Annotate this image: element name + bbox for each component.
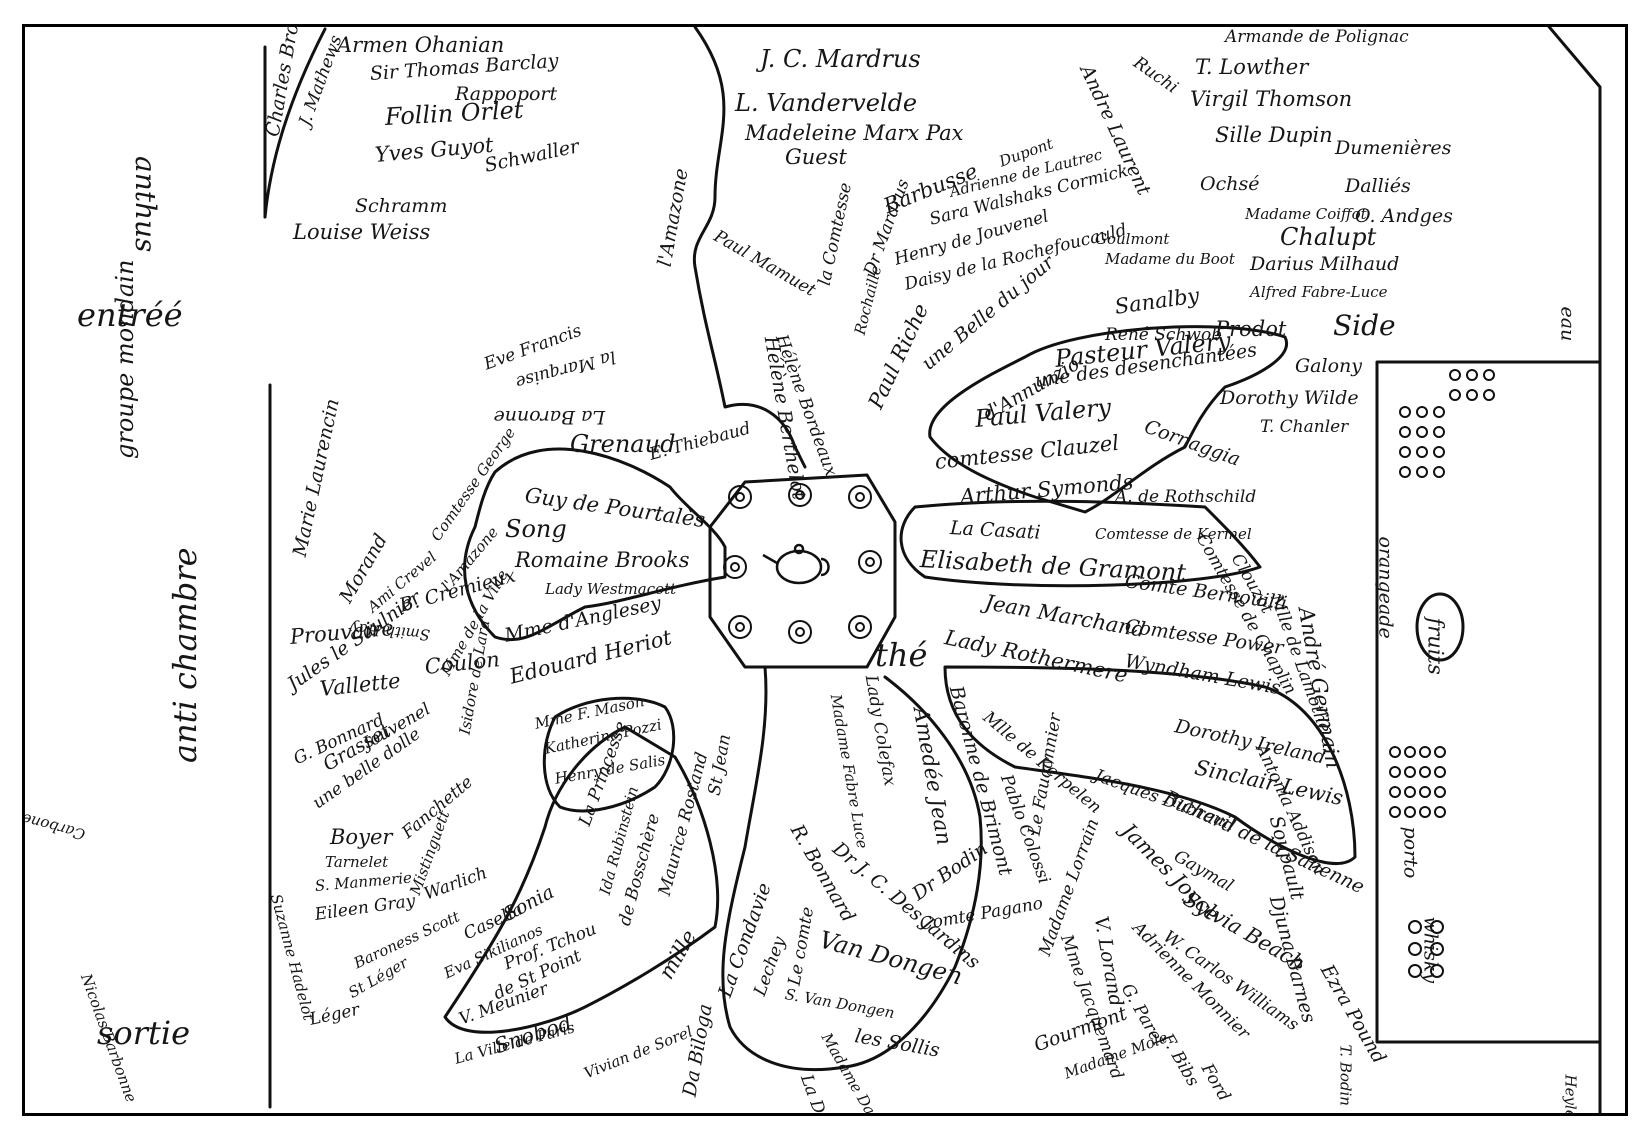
glasses-orangeade: [1400, 370, 1494, 477]
name-goulmont: Goulmont: [1095, 232, 1169, 247]
name-heyle: Heyle: [1563, 1075, 1578, 1117]
seating-chart-frame: anthus entréé anti chambre groupe mondai…: [22, 24, 1628, 1116]
name-louise-weiss: Louise Weiss: [293, 222, 430, 243]
name-la-baronne: La Baronne: [493, 407, 605, 426]
name-la-casati: La Casati: [950, 519, 1042, 543]
name-vandervelde: L. Vandervelde: [735, 91, 917, 115]
name-tarnelet: Tarnelet: [325, 855, 388, 870]
name-armen-ohanian: Armen Ohanian: [337, 35, 504, 56]
name-dumenieres: Dumenières: [1335, 139, 1451, 158]
name-madeleine: Madeleine Marx Pax: [745, 123, 964, 144]
name-t-bodin: T. Bodin: [1338, 1045, 1353, 1106]
label-anti-chambre: anti chambre: [169, 547, 201, 763]
name-follin-orlet: Follin Orlet: [384, 98, 524, 129]
name-rothschild: A. de Rothschild: [1115, 489, 1256, 506]
name-romaine-brooks: Romaine Brooks: [515, 550, 690, 571]
name-boyer: Boyer: [330, 827, 392, 848]
name-virgil-thomson: Virgil Thomson: [1190, 89, 1352, 110]
name-song: Song: [505, 517, 567, 541]
name-mme-coiffot: Madame Coiffot: [1245, 207, 1367, 222]
wall-top-right: [1545, 27, 1600, 1113]
name-dallies: Dalliés: [1345, 177, 1411, 196]
label-orangeade: orangeade: [1376, 537, 1395, 639]
label-groupe-mondain: groupe mondain: [113, 260, 137, 459]
label-whisky: whisky: [1421, 917, 1440, 984]
name-chalupt: Chalupt: [1280, 225, 1376, 249]
name-guest: Guest: [785, 147, 847, 168]
teapot: [763, 545, 829, 583]
name-alfred-fabre-luce: Alfred Fabre-Luce: [1250, 285, 1388, 300]
name-schramm: Schramm: [355, 197, 447, 216]
name-t-chanler: T. Chanler: [1260, 419, 1348, 436]
name-comtesse-de-kermel: Comtesse de Kermel: [1095, 527, 1252, 542]
name-ochse: Ochsé: [1200, 175, 1259, 194]
label-eau: eau: [1558, 307, 1577, 342]
tea-cups: [724, 484, 881, 643]
name-mardrus: J. C. Mardrus: [760, 47, 921, 71]
label-the: thé: [875, 639, 927, 671]
name-dorothy-wilde: Dorothy Wilde: [1220, 389, 1359, 408]
name-madame-du-boot: Madame du Boot: [1105, 252, 1235, 267]
name-armande-de-polignac: Armande de Polignac: [1225, 29, 1409, 46]
label-porto: porto: [1401, 827, 1420, 879]
name-lowther: T. Lowther: [1195, 57, 1308, 78]
name-sille-dupin: Sille Dupin: [1215, 125, 1333, 146]
label-side: Side: [1333, 312, 1396, 340]
buffet-table: [1377, 362, 1600, 1042]
name-galony: Galony: [1295, 357, 1362, 376]
label-fruits: fruits: [1425, 618, 1446, 675]
name-darius-milhaud: Darius Milhaud: [1250, 255, 1399, 274]
label-anthus: anthus: [131, 156, 159, 252]
glasses-porto: [1390, 747, 1445, 817]
